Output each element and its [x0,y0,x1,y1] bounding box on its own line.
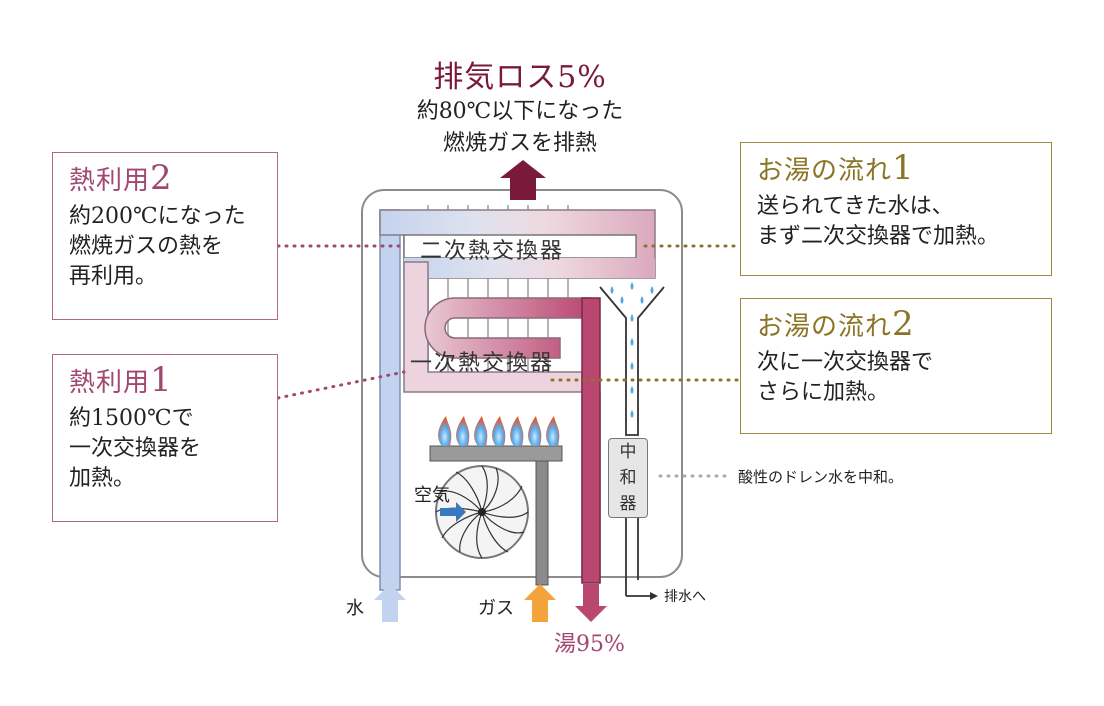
heat-use-2-box: 熱利用2 約200℃になった 燃焼ガスの熱を 再利用。 [52,152,278,320]
flow-1-number: 1 [892,148,915,188]
heat-use-2-title-text: 熱利用 [69,166,151,196]
heat-use-1-box: 熱利用1 約1500℃で 一次交換器を 加熱。 [52,354,278,522]
hot-water-pipe [581,297,601,584]
burner-manifold [429,445,563,462]
flow-1-box: お湯の流れ1 送られてきた水は、 まず二次交換器で加熱。 [740,142,1052,276]
exhaust-title: 排気ロス5% [433,60,607,95]
drain-funnel [599,286,665,436]
cold-water-pipe [379,209,401,591]
neutralizer-note: 酸性のドレン水を中和。 [738,468,904,486]
gas-in-arrow [524,584,556,622]
air-arrow [440,502,466,522]
neutralizer-char-2: 和 [619,468,637,488]
heat-use-2-title: 熱利用2 [69,161,261,196]
fan [435,465,529,559]
flow-1-body: 送られてきた水は、 まず二次交換器で加熱。 [757,194,1000,249]
heat-use-1-body: 約1500℃で 一次交換器を 加熱。 [69,406,202,491]
flow-2-body: 次に一次交換器で さらに加熱。 [757,350,934,405]
drain-out-label: 排水へ [664,589,706,605]
flow-1-title: お湯の流れ1 [757,151,1035,186]
primary-exchanger-label: 一次熱交換器 [410,351,555,376]
flow-1-title-text: お湯の流れ [757,156,893,186]
neutralizer-char-1: 中 [619,442,637,462]
water-in-arrow [374,584,406,622]
burner-flames [438,416,560,446]
air-label: 空気 [414,485,450,506]
flow-2-box: お湯の流れ2 次に一次交換器で さらに加熱。 [740,298,1052,434]
flow-2-title: お湯の流れ2 [757,307,1035,342]
secondary-exchanger-label: 二次熱交換器 [420,239,565,264]
leader-heat-use-1 [276,370,406,400]
gas-pipe [535,460,549,586]
neutralizer-box: 中 和 器 [608,438,648,518]
gas-in-label: ガス [478,598,514,619]
drain-drops [610,282,654,418]
exhaust-body: 約80℃以下になった 燃焼ガスを排熱 [416,99,624,156]
hot-water-out-arrow [575,584,607,622]
heat-use-2-body: 約200℃になった 燃焼ガスの熱を 再利用。 [69,204,246,289]
water-in-label: 水 [346,598,364,619]
heat-use-1-title: 熱利用1 [69,363,261,398]
neutralizer-char-3: 器 [619,494,637,514]
heat-use-2-number: 2 [150,158,173,198]
hot-water-out-label: 湯95% [554,632,625,657]
flow-2-number: 2 [892,304,915,344]
flow-2-title-text: お湯の流れ [757,312,893,342]
heat-use-1-title-text: 熱利用 [69,368,151,398]
primary-exchanger-coil [424,297,591,359]
exhaust-arrow [500,160,546,200]
heat-use-1-number: 1 [150,360,173,400]
